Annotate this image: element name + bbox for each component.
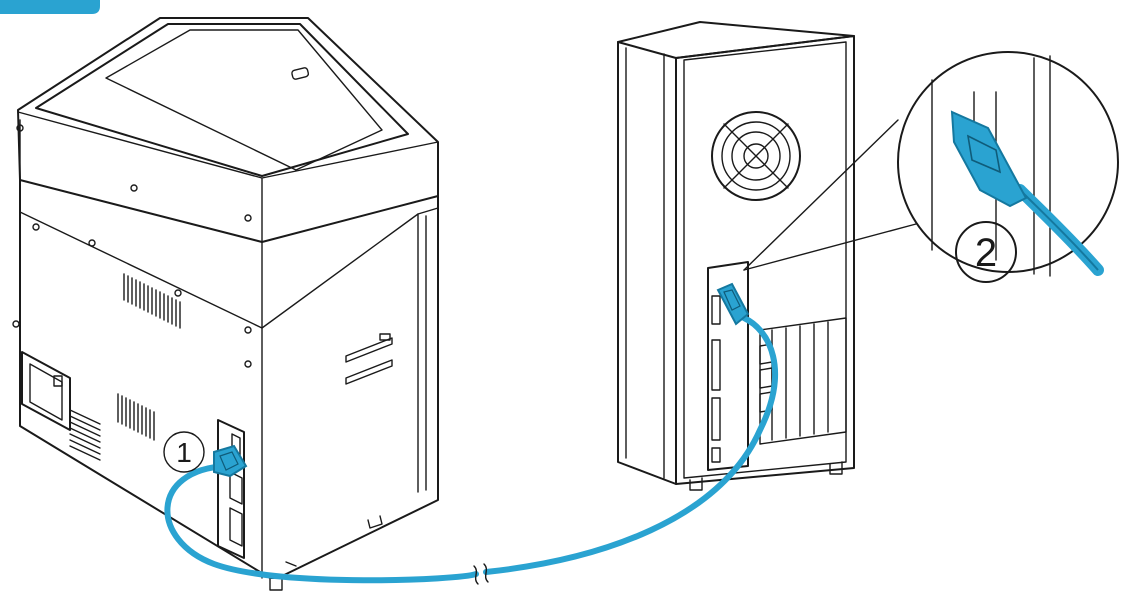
- instrument-vent-lower: [117, 393, 155, 441]
- instrument-lid: [17, 17, 439, 243]
- step-1-label: 1: [176, 437, 192, 468]
- step-2-label: 2: [975, 231, 997, 275]
- instrument-vent-upper: [123, 273, 181, 329]
- usb-connector-pc: [716, 282, 750, 326]
- pc-tower-back: [675, 35, 855, 485]
- usb-connector-zoomed: [950, 110, 1104, 276]
- pc-tower: [617, 21, 855, 491]
- fan-icon: [711, 111, 801, 201]
- instrument-screen-bezel: [35, 23, 409, 177]
- instrument-vent-side: [69, 409, 101, 461]
- corner-tab: [0, 0, 100, 14]
- instrument-port-panel: [217, 419, 245, 559]
- instrument-screen: [105, 29, 383, 171]
- cable-break-icon: [473, 563, 489, 585]
- instrument-lid-button: [291, 67, 310, 80]
- instrument-side-slots: [345, 333, 393, 385]
- instrument-power-inlet: [21, 351, 71, 431]
- instrument-body: [19, 179, 439, 579]
- magnifier-callout: [743, 51, 1119, 277]
- pc-io-panel: [707, 261, 749, 471]
- instrument: [12, 17, 439, 591]
- usb-cable: [164, 282, 778, 585]
- step-2-marker: 2: [955, 221, 1017, 283]
- usb-cable-path: [164, 463, 479, 584]
- step-1-marker: 1: [163, 431, 205, 473]
- usb-connector-instrument: [213, 444, 248, 478]
